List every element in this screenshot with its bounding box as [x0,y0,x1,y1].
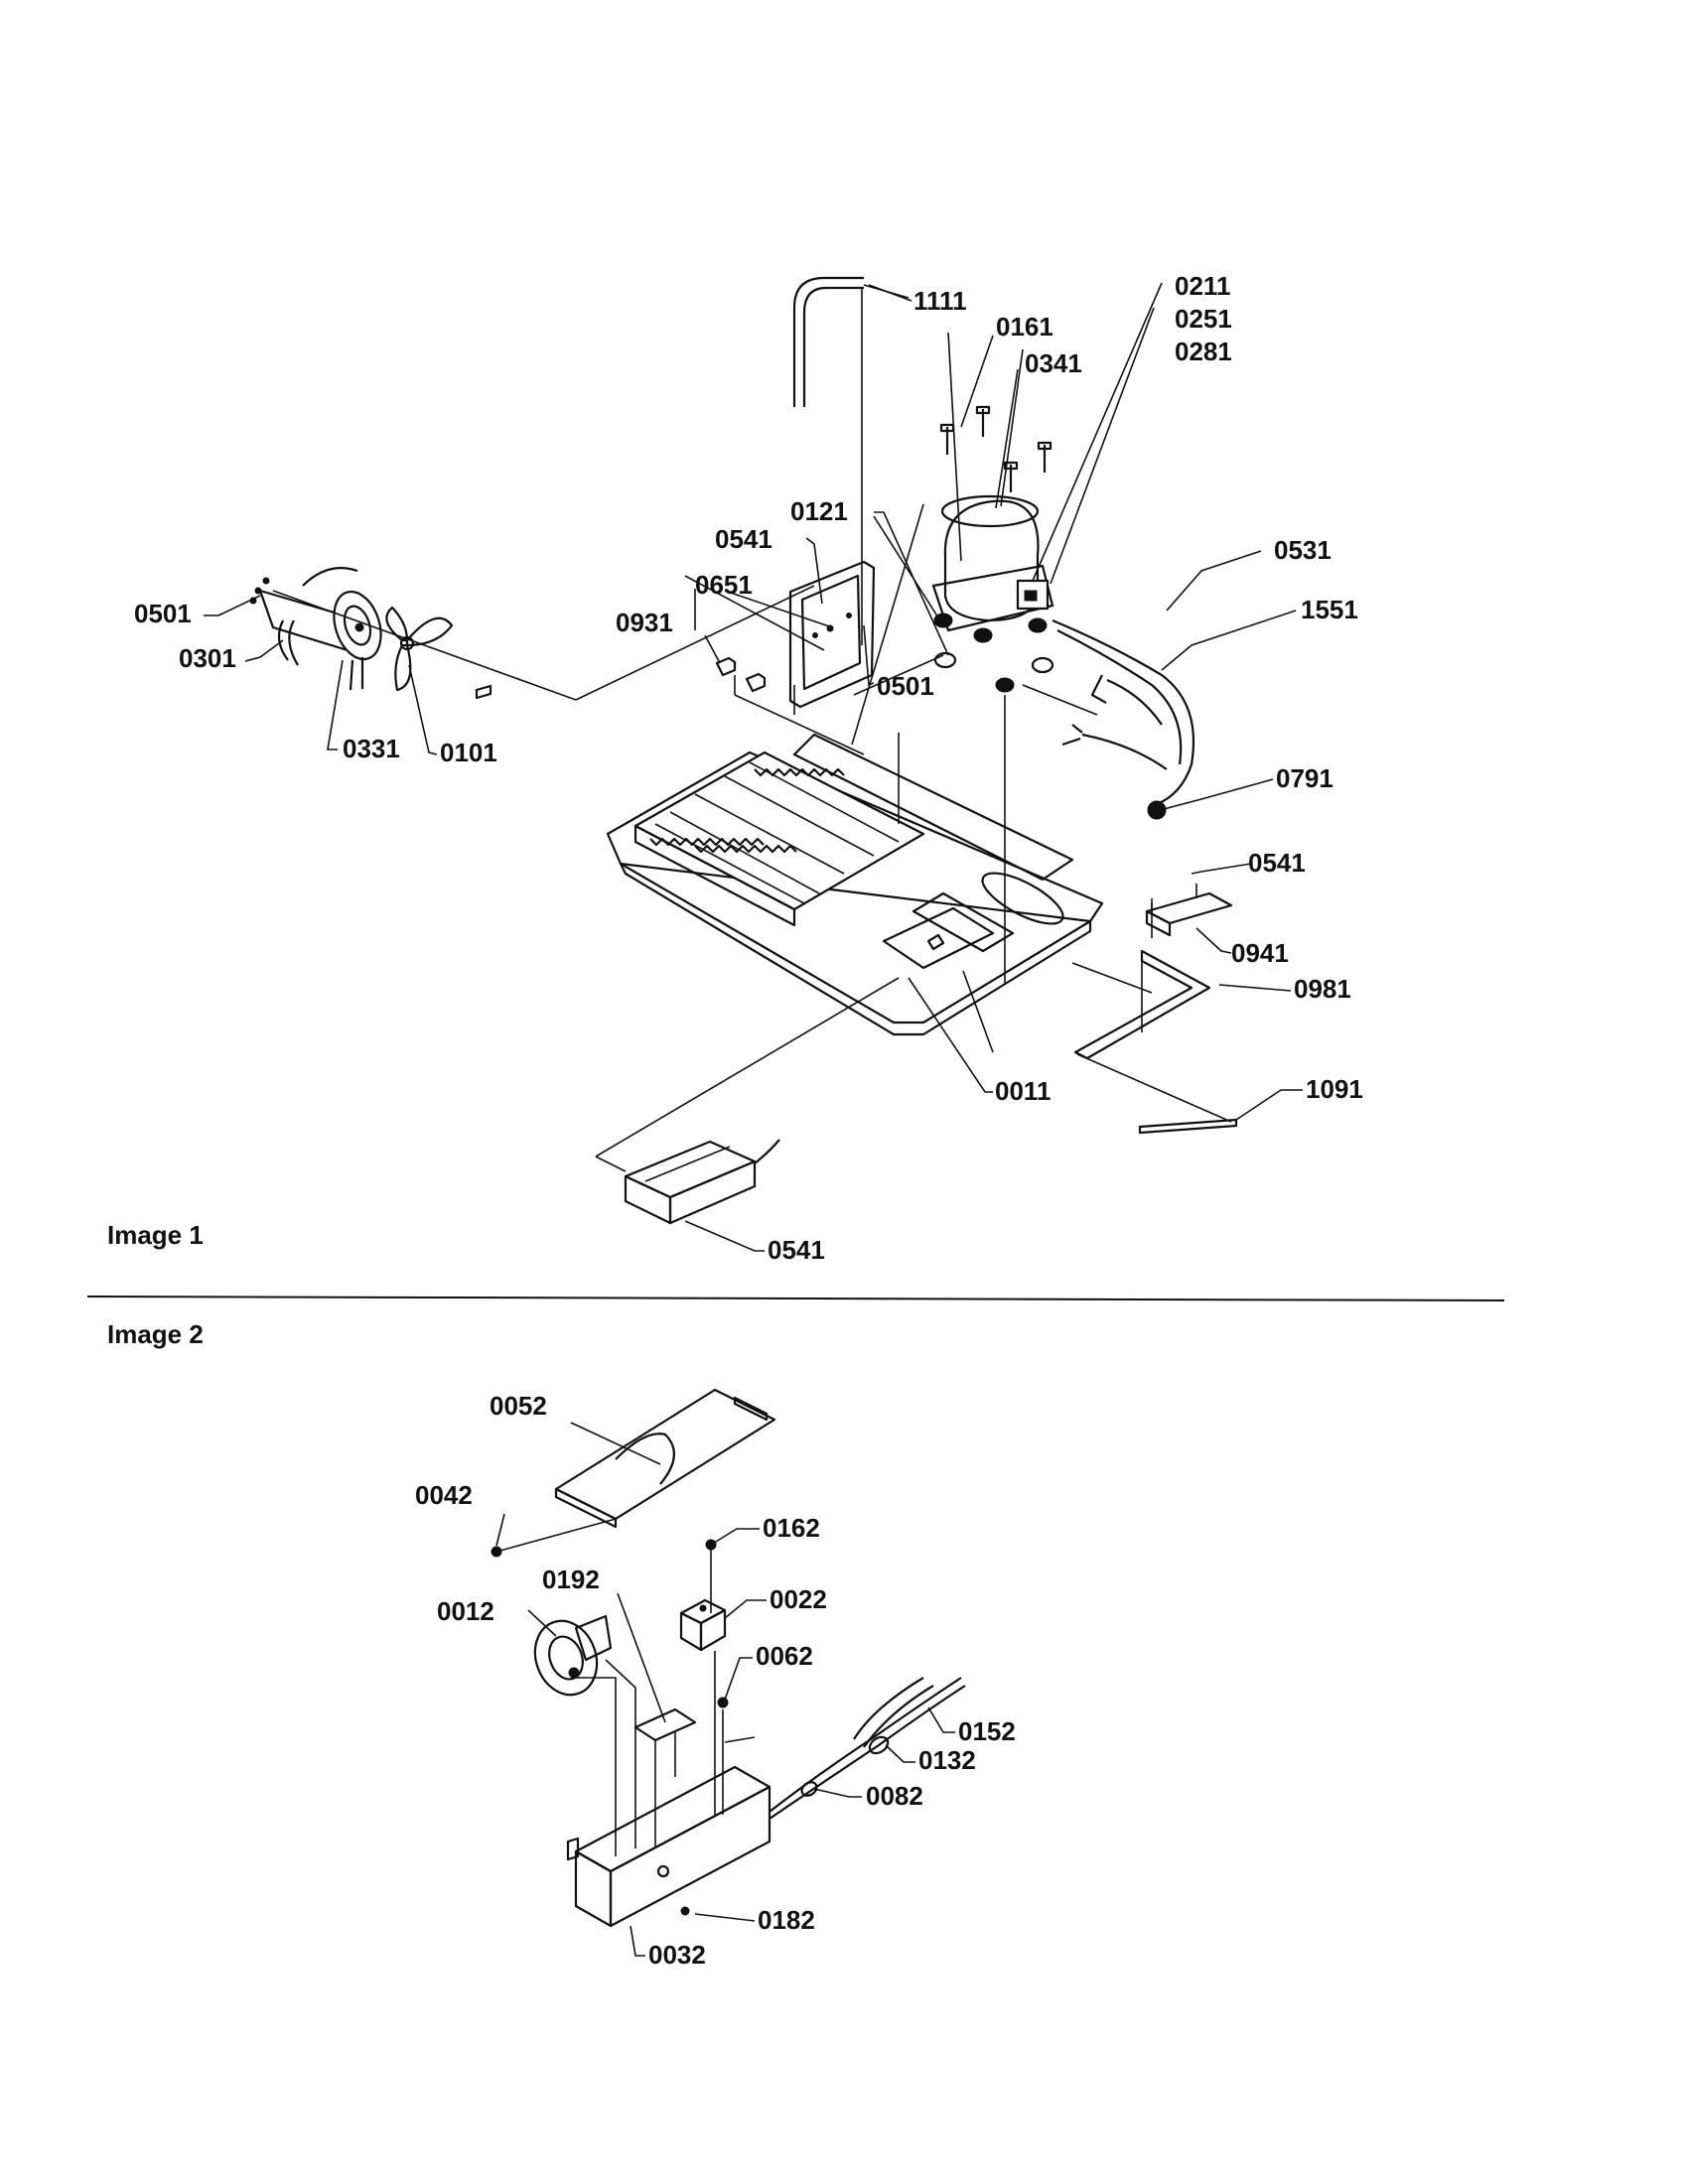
label-0032: 0032 [648,1940,706,1970]
bracket-0941 [1145,884,1233,937]
label-0012: 0012 [437,1596,494,1626]
pad-0192 [633,1707,697,1742]
compressor [931,494,1054,693]
label-0161: 0161 [996,312,1053,341]
relay-0022 [679,1598,727,1652]
label-0211: 0211 [1175,271,1230,301]
control-box-0032 [566,1765,772,1928]
motor-0012 [533,1614,613,1697]
label-0501-left: 0501 [134,599,192,628]
label-0162: 0162 [763,1513,820,1543]
panel-0052 [554,1388,776,1529]
screw-0062 [717,1697,729,1708]
label-0042: 0042 [415,1480,473,1510]
label-0062: 0062 [756,1641,813,1671]
label-0501-right: 0501 [877,671,934,701]
wire-bundle [769,1677,966,1820]
section-divider [86,1296,1505,1301]
mount-arc [302,567,358,587]
rail-1091 [1138,1118,1238,1135]
fan-motor-0331 [258,589,382,691]
wiring-harness [1052,618,1195,820]
label-0541-bottom: 0541 [768,1235,825,1265]
label-0541-top: 0541 [715,524,772,554]
clips-0931 [715,656,767,693]
image2-part-labels: 0052 0042 0162 0192 0022 0012 0062 0152 … [415,1391,1016,1970]
image1-leader-lines [204,282,1303,1252]
bracket-0301 [277,619,299,666]
label-0082: 0082 [866,1781,923,1811]
label-0132: 0132 [918,1745,976,1775]
base-rail-0981 [1073,949,1211,1060]
label-0341: 0341 [1025,348,1082,378]
caption-image-1: Image 1 [107,1220,204,1250]
bolts-0161 [939,405,1052,492]
caption-image-2: Image 2 [107,1319,204,1349]
fan-clip [475,684,492,700]
component-0541-bottom [624,1139,780,1225]
label-0251: 0251 [1175,304,1232,334]
label-0121: 0121 [790,496,848,526]
label-0931: 0931 [616,608,673,637]
base-tray-0011 [606,733,1104,1036]
label-0981: 0981 [1294,974,1351,1004]
label-1551: 1551 [1301,595,1358,624]
label-0331: 0331 [343,734,400,763]
label-0651: 0651 [695,570,753,600]
label-0022: 0022 [770,1584,827,1614]
image1-drawing [204,276,1303,1252]
label-0052: 0052 [490,1391,547,1421]
label-0182: 0182 [758,1905,815,1935]
label-0941: 0941 [1231,938,1289,968]
tube-1111 [792,276,864,407]
label-1111: 1111 [913,286,967,316]
label-0531: 0531 [1274,535,1332,565]
label-1091: 1091 [1306,1074,1363,1104]
image1-part-labels: 1111 0161 0341 0211 0251 0281 0121 0541 … [134,271,1363,1265]
label-0011: 0011 [995,1076,1051,1106]
image2-leader-lines [495,1422,955,1957]
label-0541-right: 0541 [1248,848,1306,878]
label-0281: 0281 [1175,337,1232,366]
fan-blade-0101 [385,606,454,692]
label-0101: 0101 [440,738,497,767]
label-0791: 0791 [1276,763,1333,793]
image2-drawing [491,1388,966,1957]
label-0192: 0192 [542,1565,600,1594]
label-0152: 0152 [958,1716,1016,1746]
label-0301: 0301 [179,643,236,673]
